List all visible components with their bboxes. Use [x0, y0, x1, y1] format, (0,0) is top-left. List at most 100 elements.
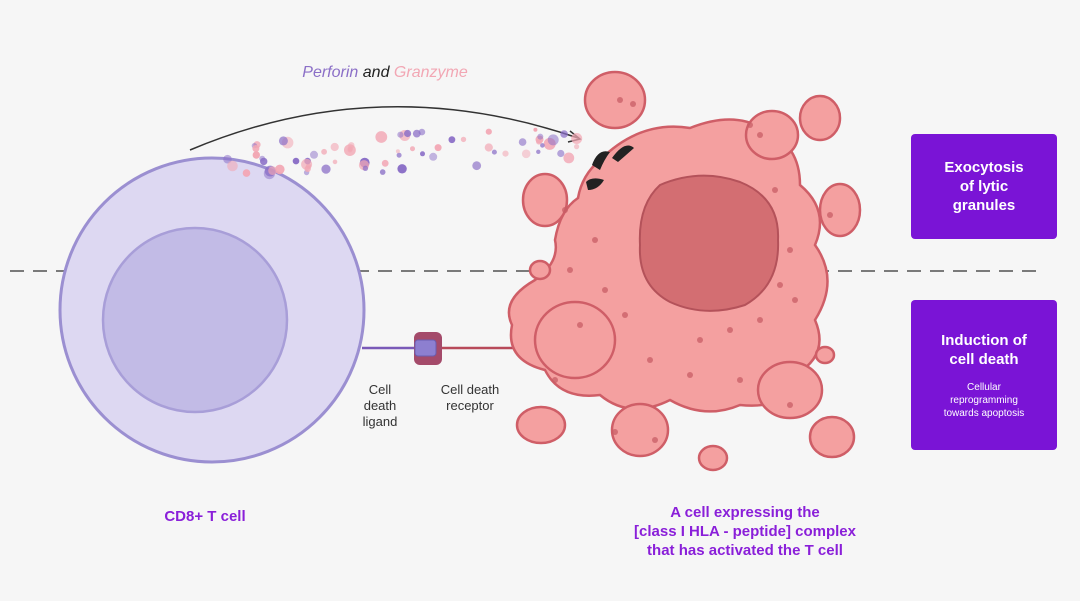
bleb — [610, 402, 670, 458]
speck — [757, 317, 763, 323]
target-cell — [507, 70, 862, 472]
exocytosis-title: Exocytosis of lytic granules — [944, 159, 1024, 214]
speck — [612, 429, 618, 435]
speck — [562, 207, 568, 213]
speck — [787, 247, 793, 253]
granule-dot — [379, 169, 386, 175]
granule-dot — [536, 149, 541, 154]
granule-dot — [547, 134, 559, 146]
speck — [647, 357, 653, 363]
granule-dot — [268, 166, 277, 176]
induction-box: Induction of cell death Cellular reprogr… — [911, 300, 1057, 450]
granule-dot — [310, 150, 318, 159]
bleb — [583, 70, 647, 130]
target-cell-specks — [552, 97, 833, 443]
granule-dot — [472, 161, 482, 171]
granule-dot — [404, 129, 412, 138]
granule-dot — [321, 148, 327, 155]
granzyme-label: Granzyme — [393, 64, 468, 81]
granule-dot — [321, 164, 331, 174]
granule-dot — [397, 131, 404, 138]
bleb — [697, 444, 729, 472]
granule-dot — [275, 164, 285, 175]
perforin-granzyme-title: Perforin and Granzyme — [250, 64, 520, 82]
granule-dot — [485, 128, 492, 135]
speck — [630, 101, 636, 107]
speck — [787, 402, 793, 408]
granule-dot — [434, 144, 442, 152]
granule-dot — [292, 157, 300, 165]
bleb — [818, 182, 862, 238]
granule-dot — [518, 138, 527, 146]
speck — [777, 282, 783, 288]
granule-dot — [410, 146, 415, 152]
speck — [602, 287, 608, 293]
perforin-label: Perforin — [302, 64, 359, 81]
granule-dot — [540, 143, 545, 148]
bleb — [744, 109, 800, 161]
granule-dot — [362, 165, 369, 171]
granule-dot — [252, 145, 260, 152]
speck — [747, 122, 753, 128]
granule-dot — [242, 169, 251, 177]
granule-dot — [252, 151, 260, 159]
speck — [622, 312, 628, 318]
speck — [827, 212, 833, 218]
bleb — [533, 300, 617, 380]
granule-dot — [502, 150, 509, 157]
induction-subtitle: Cellular reprogramming towards apoptosis — [943, 381, 1025, 419]
bleb — [814, 345, 836, 365]
granule-dot — [395, 149, 400, 154]
exocytosis-box: Exocytosis of lytic granules — [911, 134, 1057, 239]
perforin-pore-1 — [592, 151, 610, 170]
granule-dot — [574, 144, 580, 150]
t-cell-label: CD8+ T cell — [164, 508, 246, 525]
apoptotic-blebs — [515, 70, 862, 472]
granule-dot — [571, 133, 583, 144]
speck — [567, 267, 573, 273]
cell-death-receptor-label: Cell death receptor — [440, 382, 500, 413]
cell-death-ligand-label: Cell death ligand — [362, 382, 398, 429]
granule-dot — [460, 136, 467, 143]
granule-dot — [381, 159, 389, 167]
granule-dot — [396, 152, 402, 158]
granule-dot — [223, 154, 232, 164]
speck — [592, 237, 598, 243]
t-cell-nucleus — [101, 226, 289, 414]
granule-dot — [420, 151, 425, 157]
cell-death-ligand-shape — [414, 339, 437, 357]
t-cell — [58, 156, 366, 464]
granule-dot — [259, 155, 266, 162]
granule-dot — [332, 159, 338, 165]
granule-dot — [397, 164, 407, 174]
granule-dot — [330, 142, 339, 152]
target-cell-nucleus — [638, 174, 780, 312]
granule-dot — [491, 149, 497, 155]
speck — [552, 377, 558, 383]
granule-dot — [278, 136, 288, 146]
granule-dot — [563, 152, 575, 164]
bleb — [808, 415, 856, 459]
granule-dot — [375, 131, 388, 143]
target-cell-label: A cell expressing the [class I HLA - pep… — [634, 504, 856, 559]
bleb — [798, 94, 842, 142]
granule-dot — [227, 160, 238, 172]
induction-title: Induction of cell death — [941, 331, 1027, 368]
speck — [577, 322, 583, 328]
bleb — [528, 259, 552, 281]
perforin-pore-2 — [612, 145, 634, 162]
and-label: and — [362, 64, 390, 81]
granule-dot — [429, 152, 438, 161]
speck — [697, 337, 703, 343]
granule-dot — [537, 133, 544, 140]
granule-dot — [301, 158, 313, 170]
granule-dot — [448, 136, 456, 144]
granule-dot — [533, 127, 538, 132]
speck — [652, 437, 658, 443]
speck — [737, 377, 743, 383]
bleb — [521, 172, 569, 228]
granule-dots — [223, 127, 583, 180]
granule-dot — [484, 143, 493, 152]
speck — [727, 327, 733, 333]
